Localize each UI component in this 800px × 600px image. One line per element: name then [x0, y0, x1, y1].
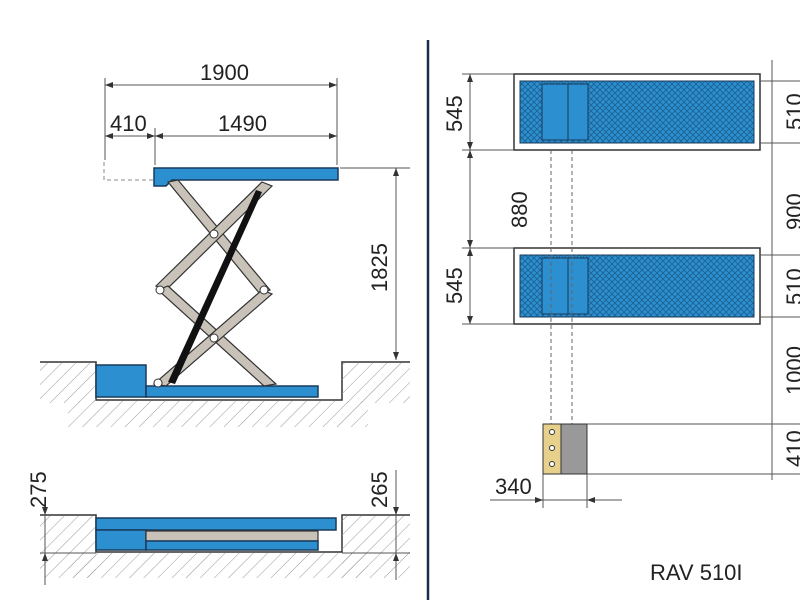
dim-control-width: 410: [782, 430, 800, 467]
top-view: 545 880 545 510 900 510 1000 410 340 RAV…: [442, 60, 800, 585]
base-frame: [95, 364, 147, 398]
dim-lift-height: 1825: [367, 243, 392, 292]
dim-platform-length-1: 545: [442, 95, 467, 132]
side-view-raised: 1900 410 1490: [40, 60, 410, 427]
model-label: RAV 510I: [650, 560, 743, 585]
dim-platform-width-1: 510: [782, 93, 800, 130]
dim-gap-outer: 880: [507, 191, 532, 228]
dim-platform-width-2: 510: [782, 268, 800, 305]
dim-platform-length: 1490: [218, 111, 267, 136]
dim-extension: 410: [110, 111, 147, 136]
side-view-lowered: 275 265: [26, 470, 410, 585]
dim-control-depth: 340: [495, 474, 532, 499]
dim-gap-inner: 900: [782, 193, 800, 230]
dim-collapsed-height: 275: [26, 471, 51, 508]
raised-platform: [153, 167, 339, 187]
dim-control-offset: 1000: [782, 346, 800, 395]
dim-pit-depth: 265: [367, 471, 392, 508]
scissor-arms: [152, 179, 278, 388]
dim-overall-length: 1900: [200, 60, 249, 85]
dim-platform-length-2: 545: [442, 267, 467, 304]
